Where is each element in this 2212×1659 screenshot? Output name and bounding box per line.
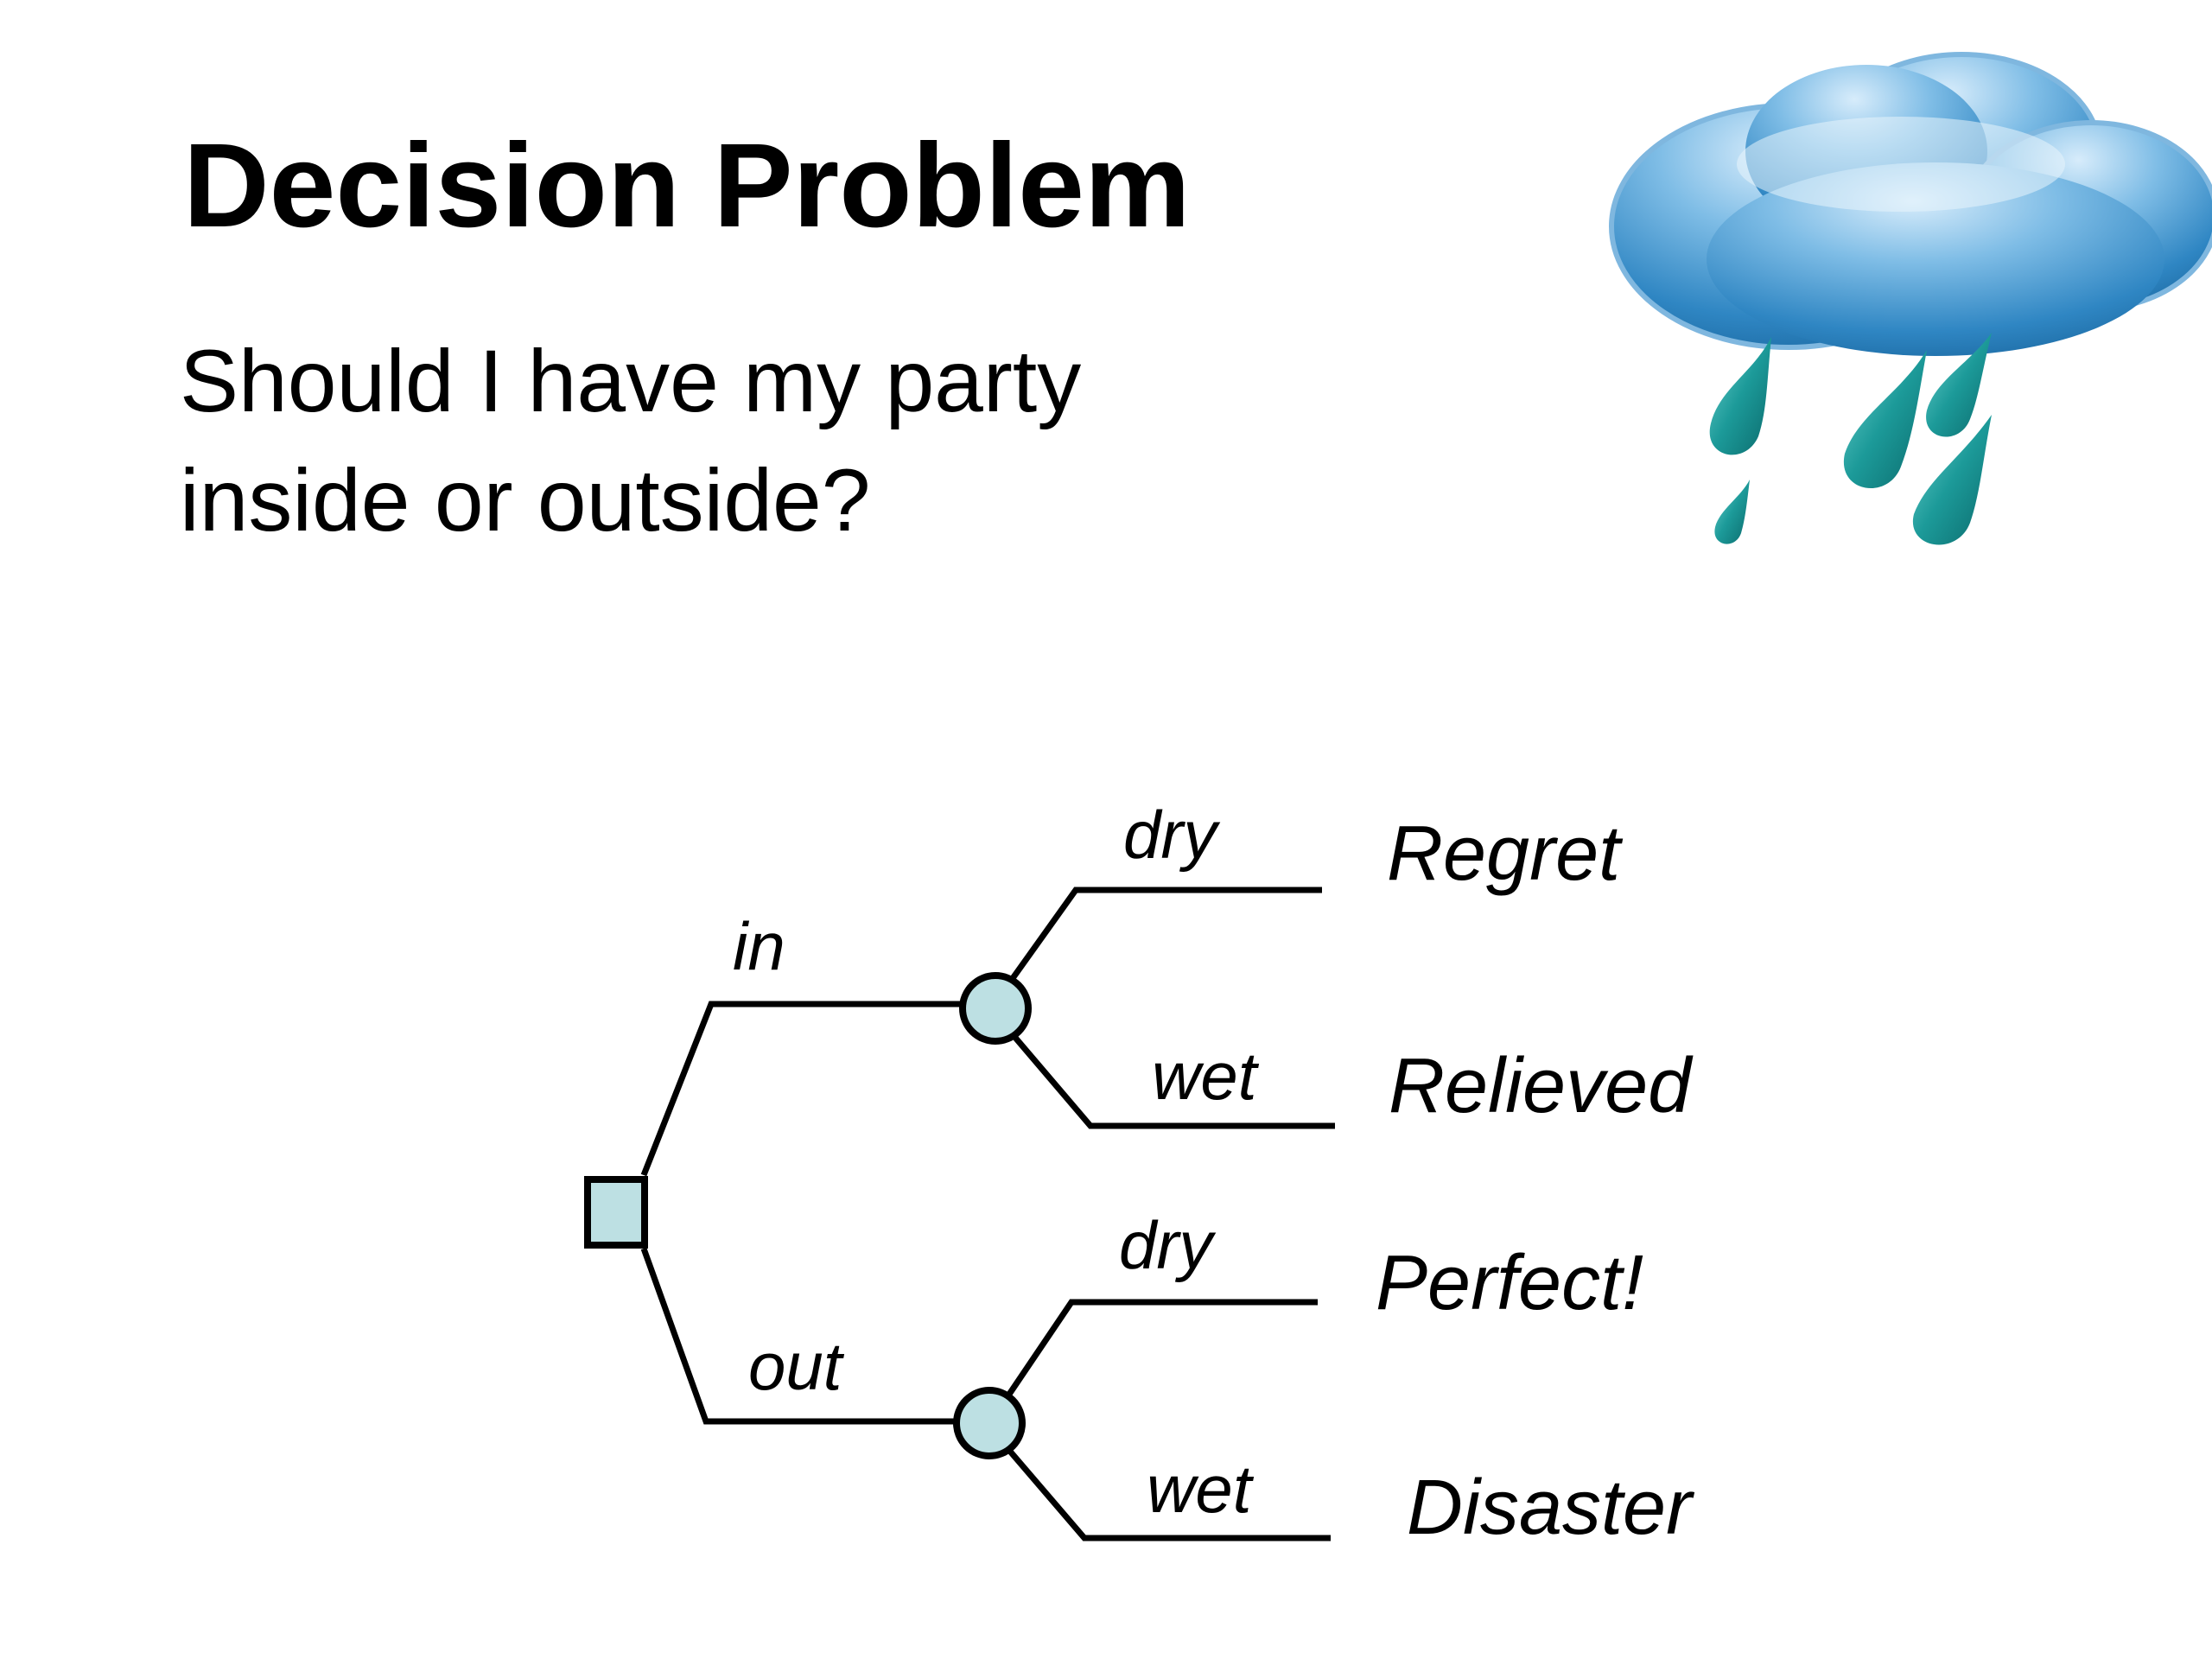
decision-tree <box>640 887 1335 1541</box>
decision-node <box>584 1176 648 1249</box>
chance-node-in <box>959 972 1032 1045</box>
chance-node-out <box>953 1387 1026 1459</box>
branch-in-dry <box>1008 887 1322 983</box>
question-line-2: inside or outside? <box>180 451 871 550</box>
branch-out-wet <box>1004 1445 1331 1541</box>
outcome-regret: Regret <box>1387 810 1624 897</box>
outcome-disaster: Disaster <box>1407 1465 1694 1551</box>
branch-out <box>640 1247 959 1425</box>
branch-in-wet <box>1008 1030 1335 1129</box>
event-label-in-wet: wet <box>1152 1038 1260 1114</box>
slide-question: Should I have my party inside or outside… <box>180 321 1303 560</box>
outcome-perfect: Perfect! <box>1376 1240 1643 1326</box>
event-label-out-wet: wet <box>1147 1451 1255 1527</box>
slide-title: Decision Problem <box>183 119 1191 252</box>
branch-in <box>640 1001 963 1177</box>
event-label-out-dry: dry <box>1119 1207 1216 1283</box>
choice-label-out: out <box>748 1328 845 1404</box>
cloud-shape <box>1609 52 2212 356</box>
rain-cloud-icon <box>1609 52 2212 545</box>
outcome-relieved: Relieved <box>1389 1043 1694 1129</box>
rain-drops <box>1709 333 1992 545</box>
event-label-in-dry: dry <box>1123 797 1220 873</box>
choice-label-in: in <box>733 908 785 984</box>
question-line-1: Should I have my party <box>180 332 1082 430</box>
branch-out-dry <box>1004 1299 1318 1400</box>
